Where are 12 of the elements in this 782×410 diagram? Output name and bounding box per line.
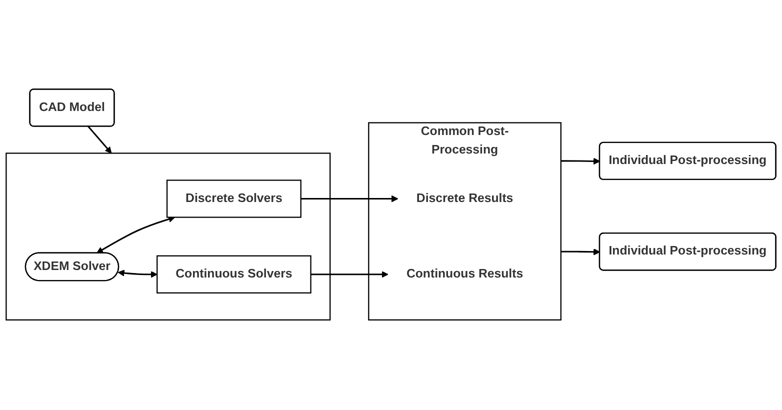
node-box: Continuous Solvers bbox=[156, 256, 312, 294]
arrow bbox=[87, 126, 112, 154]
arrow bbox=[300, 196, 398, 203]
cluster bbox=[6, 153, 331, 321]
arrow bbox=[96, 216, 176, 254]
node-text: Continuous Results bbox=[406, 268, 524, 282]
arrow bbox=[560, 158, 600, 166]
arrow bbox=[118, 270, 158, 278]
arrow bbox=[310, 271, 388, 278]
node-box: Discrete Solvers bbox=[166, 180, 302, 218]
arrow bbox=[560, 248, 600, 256]
node-text: Discrete Results bbox=[416, 192, 514, 206]
